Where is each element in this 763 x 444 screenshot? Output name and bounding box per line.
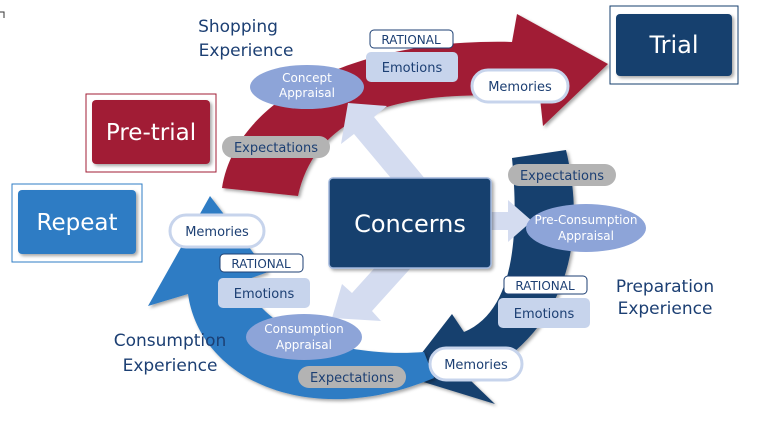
svg-text:Emotions: Emotions: [382, 61, 443, 76]
trial-label: Trial: [648, 31, 698, 59]
repeat-stage: Repeat: [11, 183, 143, 263]
svg-text:Expectations: Expectations: [520, 169, 604, 184]
svg-text:RATIONAL: RATIONAL: [231, 257, 291, 271]
trial-stage: Trial: [609, 5, 739, 85]
emotions-pill-right: Emotions: [498, 298, 590, 328]
corner-mark: [0, 11, 5, 18]
svg-text:Appraisal: Appraisal: [558, 229, 614, 243]
svg-text:Appraisal: Appraisal: [276, 338, 332, 352]
pretrial-label: Pre-trial: [106, 120, 196, 146]
preparation-experience-title: Preparation Experience: [616, 277, 714, 319]
memories-cloud-left: Memories: [168, 213, 266, 249]
preparation-arrow: [404, 150, 574, 404]
arrow-to-concept: [341, 103, 426, 196]
consumption-appraisal: Consumption Appraisal: [246, 314, 362, 360]
svg-text:Consumption: Consumption: [264, 322, 343, 336]
concerns-box: Concerns: [328, 177, 492, 269]
svg-text:Appraisal: Appraisal: [279, 86, 335, 100]
emotions-pill-top: Emotions: [366, 52, 458, 82]
svg-text:RATIONAL: RATIONAL: [515, 279, 575, 293]
svg-text:Memories: Memories: [488, 80, 552, 95]
svg-text:Experience: Experience: [618, 299, 713, 319]
shopping-experience-title: Shopping Experience: [198, 17, 293, 61]
arrow-to-preconsumption: [490, 200, 532, 242]
consumption-experience-title: Consumption Experience: [114, 331, 227, 376]
svg-text:Expectations: Expectations: [310, 371, 394, 386]
svg-text:Pre-Consumption: Pre-Consumption: [535, 213, 638, 227]
expectations-tag-bottom: Expectations: [298, 366, 406, 388]
repeat-label: Repeat: [37, 210, 118, 236]
svg-text:Memories: Memories: [185, 225, 249, 240]
svg-text:Emotions: Emotions: [514, 307, 575, 322]
preconsumption-appraisal: Pre-Consumption Appraisal: [526, 204, 646, 252]
svg-text:Experience: Experience: [123, 356, 218, 376]
concerns-label: Concerns: [354, 210, 466, 238]
concept-appraisal: Concept Appraisal: [250, 65, 364, 109]
svg-text:Experience: Experience: [199, 41, 294, 61]
svg-text:Consumption: Consumption: [114, 331, 227, 351]
svg-text:Expectations: Expectations: [234, 141, 318, 156]
expectations-tag-right: Expectations: [508, 164, 616, 186]
svg-text:Concept: Concept: [282, 71, 332, 85]
rational-tag-left: RATIONAL: [219, 253, 304, 273]
memories-cloud-top: Memories: [470, 68, 570, 104]
memories-cloud-right: Memories: [428, 346, 524, 382]
pretrial-stage: Pre-trial: [85, 93, 217, 173]
rational-tag-top: RATIONAL: [369, 29, 454, 49]
svg-text:Shopping: Shopping: [198, 17, 278, 37]
emotions-pill-left: Emotions: [218, 278, 310, 308]
rational-tag-right: RATIONAL: [503, 275, 588, 295]
svg-text:Memories: Memories: [444, 358, 508, 373]
svg-text:Emotions: Emotions: [234, 287, 295, 302]
expectations-tag-left: Expectations: [222, 136, 330, 158]
svg-text:Preparation: Preparation: [616, 277, 714, 297]
svg-text:RATIONAL: RATIONAL: [381, 33, 441, 47]
